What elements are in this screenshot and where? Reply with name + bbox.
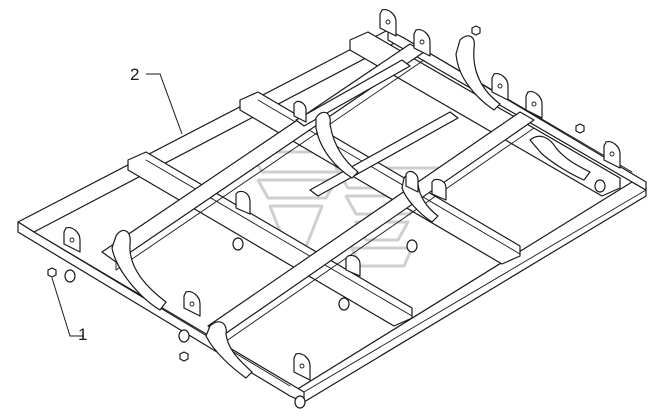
underside-rollers	[64, 179, 606, 409]
callout-1: 1	[51, 277, 87, 344]
hex-nut-right	[575, 123, 585, 134]
hex-nuts	[47, 25, 585, 362]
outer-frame	[17, 29, 647, 403]
hex-nut-bottom	[179, 351, 189, 362]
mounting-lugs	[63, 9, 621, 381]
hex-nut-left	[47, 267, 57, 278]
callout-1-label: 1	[78, 325, 87, 344]
callout-2-label: 2	[130, 65, 139, 84]
callout-2: 2	[130, 65, 183, 135]
hex-nut-top	[471, 25, 481, 36]
